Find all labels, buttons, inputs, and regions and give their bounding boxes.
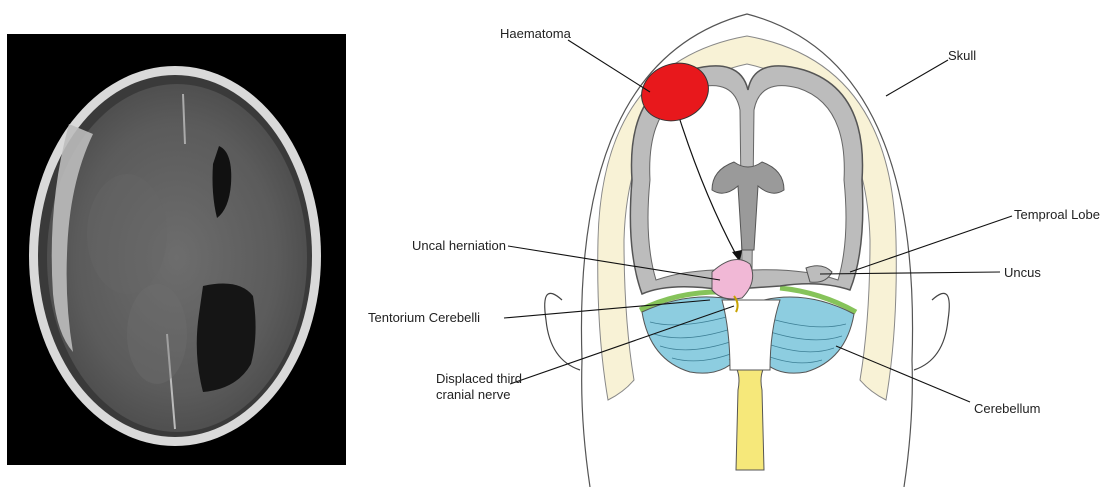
label-haematoma: Haematoma <box>500 26 572 41</box>
label-skull: Skull <box>948 48 976 63</box>
label-cerebellum: Cerebellum <box>974 401 1040 416</box>
label-uncus: Uncus <box>1004 265 1041 280</box>
left-ear <box>545 293 580 370</box>
label-third-nerve-line2: cranial nerve <box>436 387 510 402</box>
label-third-nerve-line1: Displaced third <box>436 371 522 386</box>
label-temporal-lobe: Temproal Lobe <box>1014 207 1100 222</box>
ct-scan-graphic <box>7 34 346 465</box>
ct-scan-image <box>7 34 346 465</box>
herniation-diagram: Haematoma Skull Temproal Lobe Uncal hern… <box>350 0 1104 487</box>
right-ear <box>914 293 949 370</box>
label-tentorium: Tentorium Cerebelli <box>368 310 480 325</box>
label-uncal-herniation: Uncal herniation <box>412 238 506 253</box>
diagram-svg: Haematoma Skull Temproal Lobe Uncal hern… <box>350 0 1104 487</box>
